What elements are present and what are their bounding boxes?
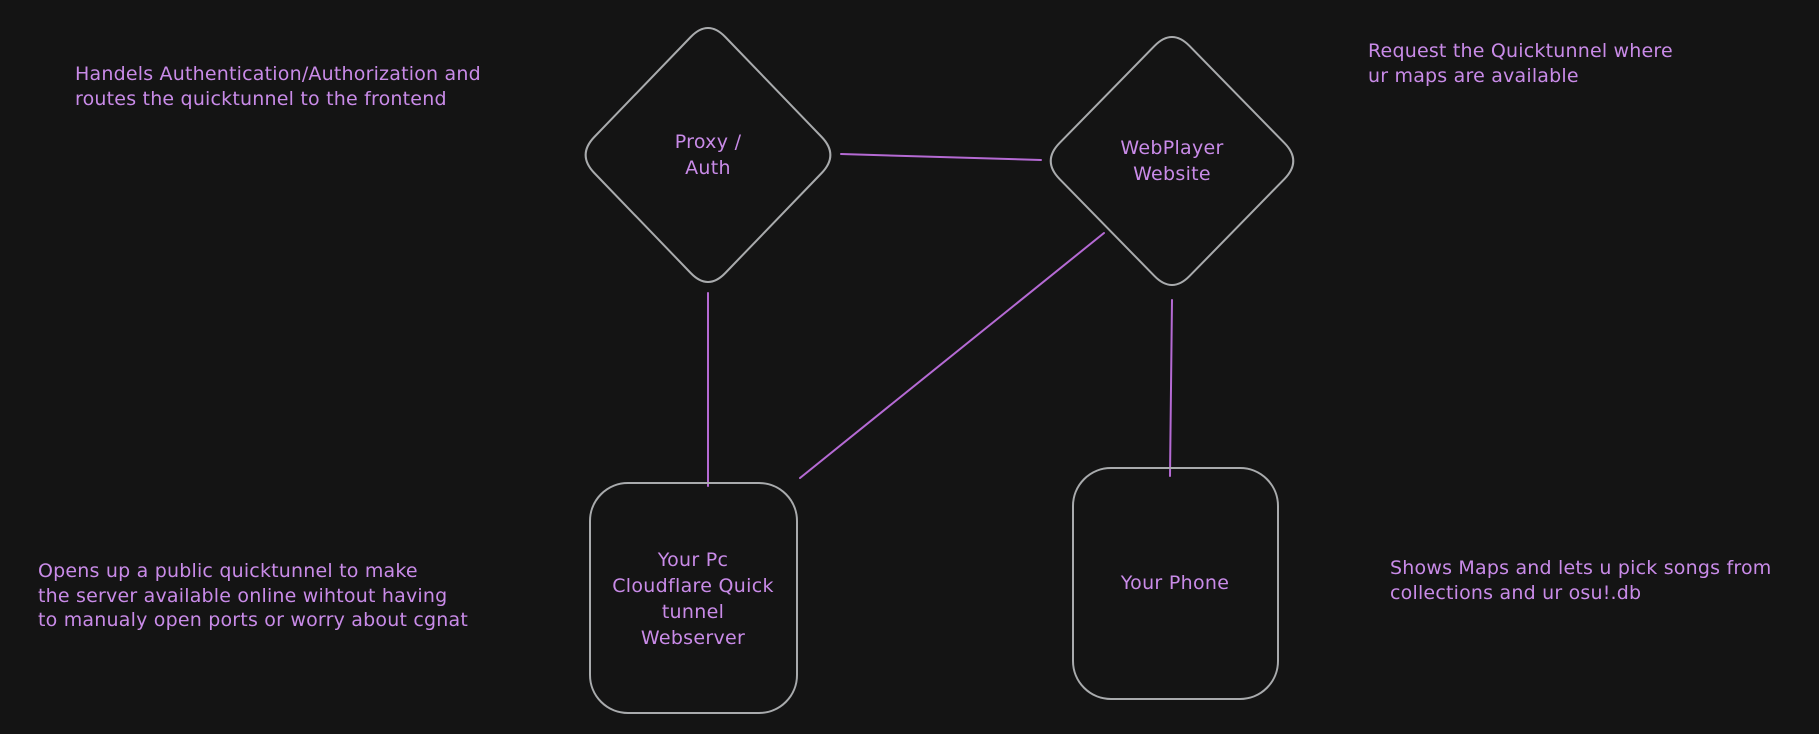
proxy-auth-node-shape[interactable] <box>584 27 832 283</box>
your-phone-node-shape[interactable] <box>1072 467 1279 700</box>
your-pc-node-label: Your Pc Cloudflare Quick tunnel Webserve… <box>612 549 774 649</box>
annotation-your-pc[interactable]: Opens up a public quicktunnel to make th… <box>38 560 469 631</box>
your-pc-node-shape[interactable] <box>589 482 798 714</box>
webplayer-website-node-label: WebPlayer Website <box>1120 137 1224 185</box>
edge-webplayer-website-to-your-pc[interactable] <box>799 232 1105 479</box>
webplayer-website-node-shape[interactable] <box>1049 35 1295 287</box>
your-phone-node-label: Your Phone <box>1120 572 1230 594</box>
proxy-auth-node-label: Proxy / Auth <box>674 131 742 179</box>
annotation-your-phone[interactable]: Shows Maps and lets u pick songs from co… <box>1390 557 1772 604</box>
edge-proxy-auth-to-webplayer-website[interactable] <box>840 153 1042 161</box>
annotation-proxy-auth[interactable]: Handels Authentication/Authorization and… <box>75 63 481 110</box>
edge-webplayer-website-to-your-phone[interactable] <box>1169 299 1173 477</box>
annotation-webplayer-website[interactable]: Request the Quicktunnel where ur maps ar… <box>1368 40 1673 87</box>
